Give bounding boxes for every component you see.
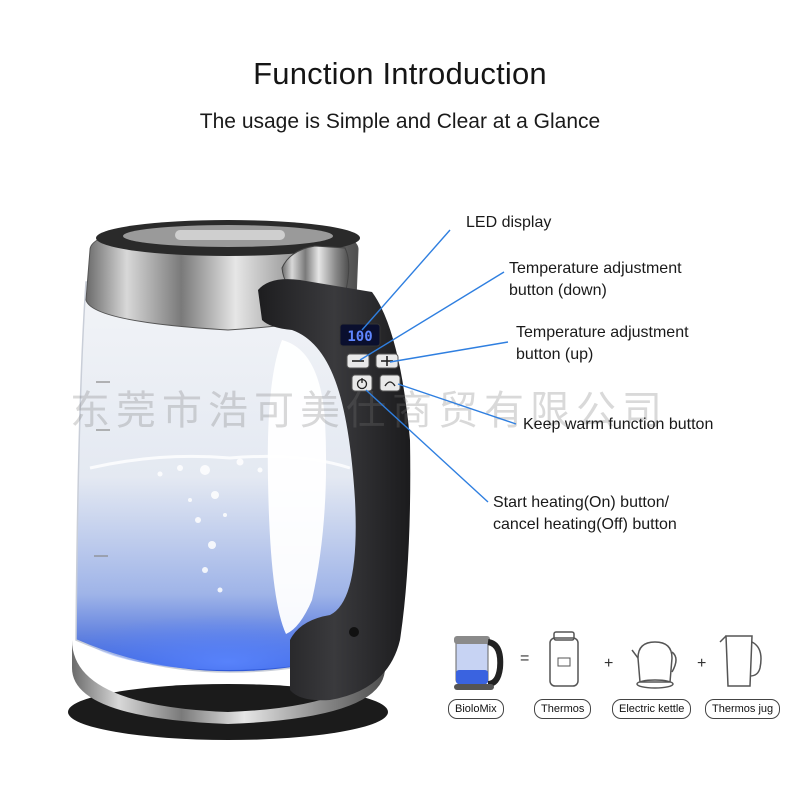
plus-sign-2: +: [697, 655, 707, 672]
thermos-icon: [549, 631, 579, 687]
plus-sign-1: +: [604, 655, 614, 672]
callout-led-display-text: LED display: [466, 214, 552, 231]
label-thermos: Thermos: [534, 699, 592, 719]
callout-keep-warm: Keep warm function button: [523, 414, 713, 436]
equals-sign: =: [520, 650, 530, 667]
label-thermos-jug: Thermos jug: [705, 699, 781, 719]
line-start-heating: [365, 389, 489, 503]
callout-keep-warm-text: Keep warm function button: [523, 416, 714, 433]
watermark-text: 东莞市浩可美仕商贸有限公司: [70, 388, 668, 434]
callout-temp-up-line2: button (up): [516, 346, 594, 363]
water-level-marks: [94, 381, 110, 557]
led-display-screen: [339, 323, 381, 347]
page-subtitle: The usage is Simple and Clear at a Glanc…: [199, 110, 601, 133]
water-bubbles: [157, 458, 263, 593]
label-biolomix: BioloMix: [448, 699, 504, 719]
led-display-readout: 100: [347, 329, 372, 345]
keep-warm-button: [379, 374, 401, 392]
page-title: Function Introduction: [253, 56, 547, 91]
callout-temp-up: Temperature adjustment button (up): [516, 322, 689, 366]
callout-temp-down-line1: Temperature adjustment: [509, 260, 682, 277]
line-keep-warm: [397, 383, 517, 425]
line-temp-down: [359, 271, 505, 361]
callout-start-heating-line1: Start heating(On) button/: [493, 494, 670, 511]
callout-temp-down: Temperature adjustment button (down): [509, 258, 682, 302]
callout-temp-down-line2: button (down): [509, 282, 607, 299]
line-temp-up: [389, 341, 509, 363]
label-electric-kettle: Electric kettle: [612, 699, 692, 719]
callout-temp-up-line1: Temperature adjustment: [516, 324, 689, 341]
biolomix-kettle-thumbnail: [454, 636, 504, 690]
callout-led-display: LED display: [466, 212, 551, 234]
thermos-jug-icon: [719, 635, 762, 687]
electric-kettle-icon: [631, 641, 677, 689]
line-led-display: [361, 229, 451, 331]
callout-start-heating: Start heating(On) button/ cancel heating…: [493, 492, 677, 536]
control-buttons: [346, 353, 401, 392]
callout-start-heating-line2: cancel heating(Off) button: [493, 516, 677, 533]
